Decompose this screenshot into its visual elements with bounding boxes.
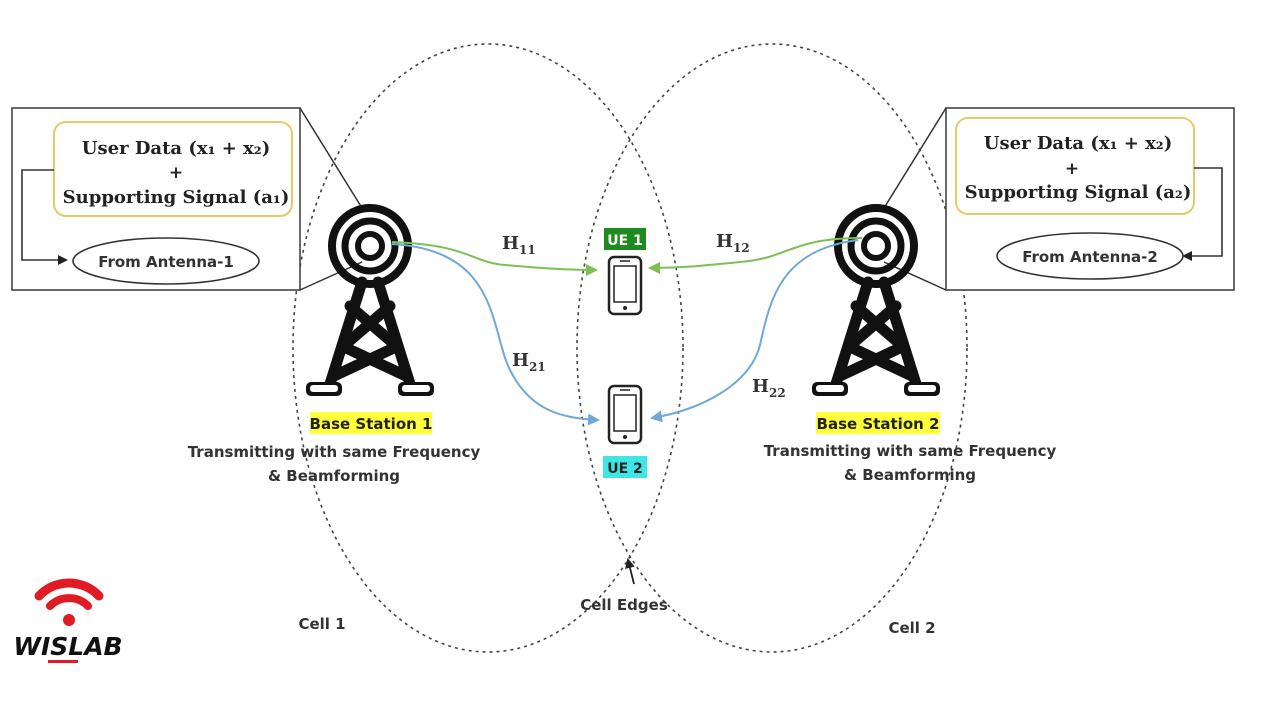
bs2-highlight <box>816 412 940 434</box>
right-data-line2: Supporting Signal (a₂) <box>965 182 1192 203</box>
bs2-tx-line1: Transmitting with same Frequency <box>764 442 1057 460</box>
logo-text: WISLAB <box>13 632 122 661</box>
right-panel: User Data (x₁ + x₂) + Supporting Signal … <box>883 107 1235 291</box>
right-antenna-label: From Antenna-2 <box>1022 248 1158 266</box>
left-antenna-label: From Antenna-1 <box>98 253 234 271</box>
ue1-badge <box>604 228 646 250</box>
left-data-line2: Supporting Signal (a₁) <box>63 187 290 208</box>
cell-2-boundary <box>576 43 968 653</box>
cell1-label: Cell 1 <box>298 615 345 633</box>
h22-label: H22 <box>752 376 786 400</box>
ue2-label: UE 2 <box>607 461 643 477</box>
h11-label: H11 <box>502 233 536 257</box>
link-h12 <box>648 237 863 274</box>
right-feedback-line <box>1182 167 1223 261</box>
right-antenna-oval <box>996 232 1184 280</box>
ue2-phone-icon <box>607 384 643 445</box>
cell-edges-arrow <box>625 558 635 585</box>
left-feedback-line <box>21 169 68 265</box>
tower-1-icon <box>306 204 434 396</box>
link-h22 <box>650 239 859 423</box>
cell2-label: Cell 2 <box>888 619 935 637</box>
left-plus: + <box>169 163 183 183</box>
h21-label: H21 <box>512 350 546 374</box>
link-h11 <box>391 241 598 276</box>
tower-2-icon <box>812 204 940 396</box>
right-data-line1: User Data (x₁ + x₂) <box>984 133 1172 154</box>
right-signal-box <box>955 117 1195 215</box>
bs1-highlight <box>310 412 432 434</box>
bs1-tx-line2: & Beamforming <box>268 467 400 485</box>
left-antenna-oval <box>72 237 260 285</box>
ue1-label: UE 1 <box>607 233 643 249</box>
wislab-logo: WISLAB <box>13 578 123 663</box>
right-plus: + <box>1065 159 1079 179</box>
bs1-tx-line1: Transmitting with same Frequency <box>188 443 481 461</box>
cell-edges-label: Cell Edges <box>580 596 668 614</box>
ue1-phone-icon <box>607 255 643 316</box>
left-signal-box <box>53 121 293 217</box>
link-h21 <box>391 243 600 426</box>
ue2-badge <box>603 456 647 478</box>
bs2-label: Base Station 2 <box>817 415 940 433</box>
h12-label: H12 <box>716 231 750 255</box>
left-data-line1: User Data (x₁ + x₂) <box>82 138 270 159</box>
cell-1-boundary <box>292 43 684 653</box>
bs2-tx-line2: & Beamforming <box>844 466 976 484</box>
left-panel: User Data (x₁ + x₂) + Supporting Signal … <box>11 107 363 291</box>
wifi-icon <box>34 578 104 626</box>
bs1-label: Base Station 1 <box>310 415 433 433</box>
